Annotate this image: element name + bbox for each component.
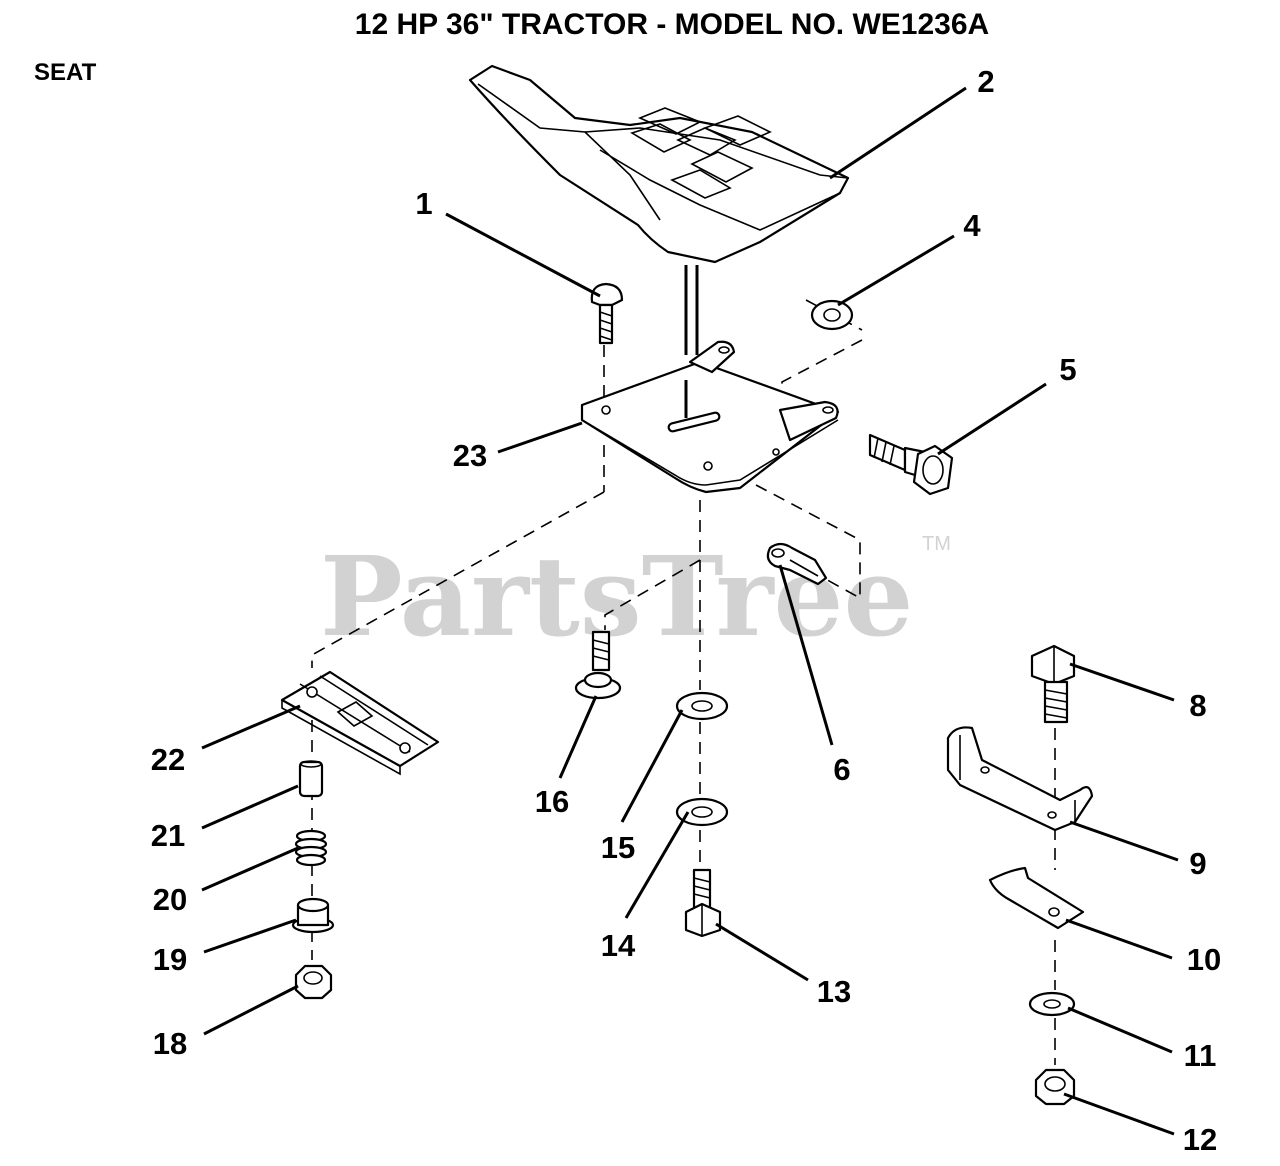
callout-4: 4 <box>963 208 981 243</box>
callout-16: 16 <box>535 784 569 819</box>
callout-23: 23 <box>453 438 487 473</box>
spacer-part <box>291 897 335 934</box>
watermark: PartsTree TM <box>320 532 951 661</box>
spring-part <box>294 829 328 867</box>
section-label: SEAT <box>34 59 97 86</box>
callout-1: 1 <box>415 186 432 221</box>
callout-19: 19 <box>153 942 187 977</box>
flange-nut-part <box>294 964 333 1000</box>
clip-part <box>766 542 828 586</box>
callout-12: 12 <box>1183 1122 1217 1157</box>
callout-5: 5 <box>1059 352 1076 387</box>
lock-nut-part <box>1034 1068 1076 1106</box>
slide-rail-part <box>280 670 440 776</box>
washer-15-part <box>675 691 729 721</box>
callout-8: 8 <box>1189 688 1206 723</box>
diagram-title: 12 HP 36" TRACTOR - MODEL NO. WE1236A <box>355 8 989 41</box>
bracket-part <box>946 726 1094 832</box>
callout-15: 15 <box>601 830 635 865</box>
callout-6: 6 <box>833 752 850 787</box>
callout-11: 11 <box>1184 1038 1217 1073</box>
callout-9: 9 <box>1189 846 1206 881</box>
plate-part <box>988 866 1085 930</box>
pin-part <box>298 760 324 798</box>
seat-part <box>468 64 850 355</box>
callout-22: 22 <box>151 742 185 777</box>
callout-18: 18 <box>153 1026 187 1061</box>
shoulder-screw-part <box>574 630 622 700</box>
callout-13: 13 <box>817 974 851 1009</box>
callout-14: 14 <box>601 928 636 963</box>
lock-washer-part <box>675 797 729 827</box>
callout-21: 21 <box>151 818 185 853</box>
callout-10: 10 <box>1187 942 1221 977</box>
leader-lines <box>201 86 1179 1136</box>
nut-part <box>810 299 854 331</box>
washer-11-part <box>1028 991 1076 1017</box>
seat-pan-part <box>580 340 840 494</box>
callout-20: 20 <box>153 882 187 917</box>
hex-bolt-8-part <box>1030 644 1076 724</box>
carriage-bolt-part <box>590 282 624 345</box>
watermark-text: PartsTree <box>320 532 914 661</box>
hex-bolt-13-part <box>684 868 722 938</box>
callout-2: 2 <box>977 64 994 99</box>
watermark-trademark: TM <box>922 533 951 555</box>
callout-labels: 1 2 4 5 6 8 9 10 11 12 13 14 15 16 18 19… <box>151 64 1221 1157</box>
shoulder-bolt-part <box>868 433 954 496</box>
